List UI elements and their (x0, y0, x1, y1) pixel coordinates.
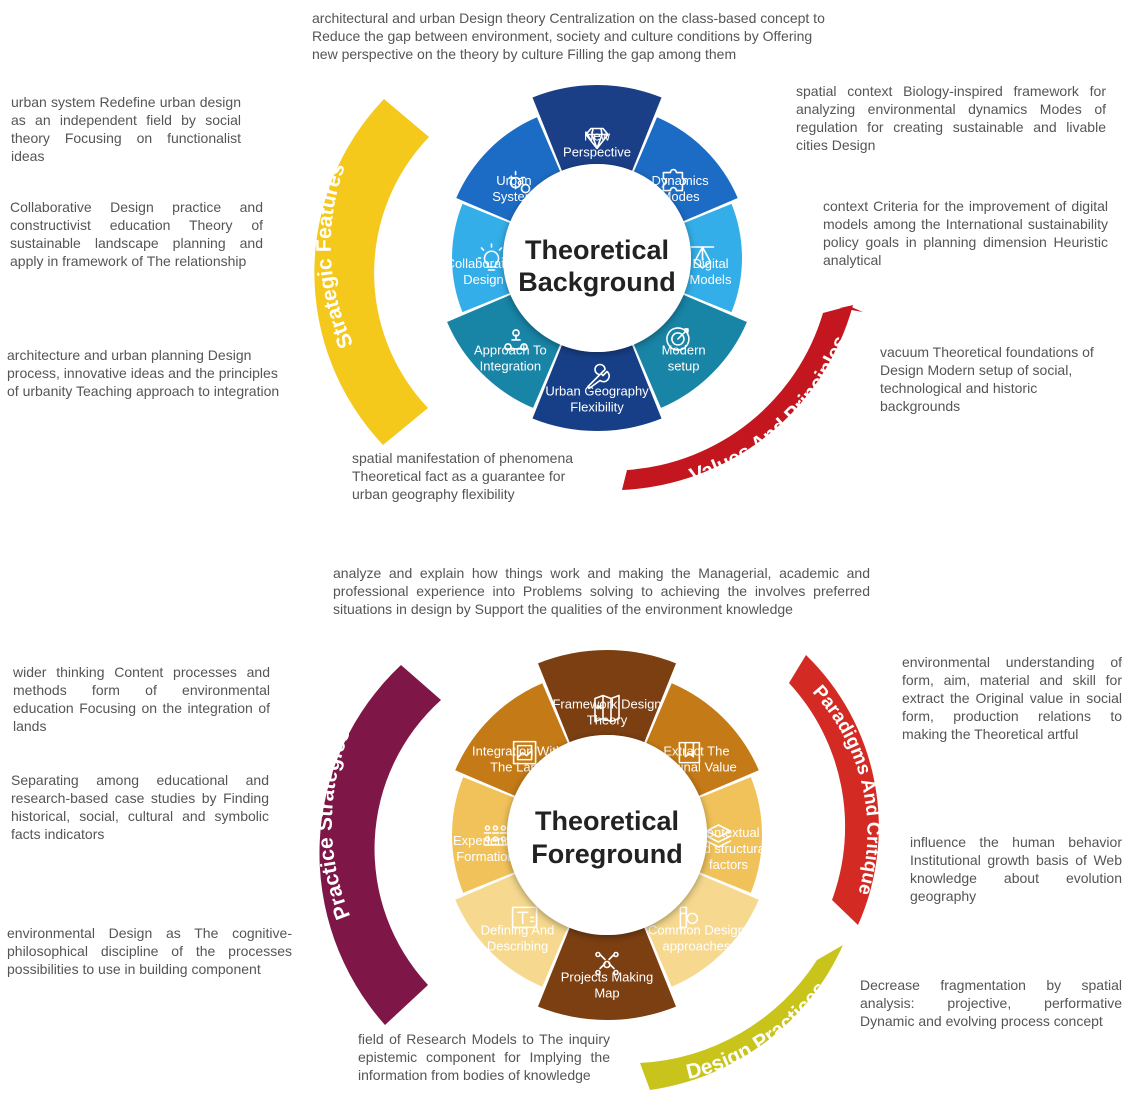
segment-modern-setup (633, 294, 747, 408)
segment-label-urban-geography-flexibility-line-2: Flexibility (570, 400, 624, 415)
bottom-center-title-line-1: Theoretical (535, 806, 679, 836)
segment-experience-formation (452, 777, 515, 893)
layers-icon (705, 824, 732, 848)
segment-label-common-design-approaches-line-2: approaches (662, 938, 730, 953)
band-values-and-principles (622, 305, 853, 490)
tools-icon (679, 906, 699, 929)
segment-label-collaborative-design-line-2: Design (463, 272, 503, 287)
segment-integration-with-the-land (455, 683, 568, 796)
band-practice-strategies (319, 665, 441, 1025)
segment-label-projects-making-map-line-2: Map (594, 986, 619, 1001)
segment-label-defining-and-describing-line-1: Defining And (481, 922, 555, 937)
top-description-left-1: urban system Redefine urban design as an… (11, 94, 241, 164)
segment-label-defining-and-describing-line-2: Describing (487, 938, 548, 953)
band-design-practices (640, 945, 843, 1090)
top-description-left-3: architecture and urban planning Design p… (7, 347, 280, 399)
segment-label-contextual-and-structural-factors-line-3: factors (709, 857, 749, 872)
diamond-icon (585, 127, 609, 150)
gears-icon (508, 170, 531, 194)
segment-common-design-approaches (646, 874, 759, 987)
bottom-description-right-3: Decrease fragmentation by spatial analys… (860, 977, 1122, 1029)
bottom-description-left-3: environmental Design as The cognitive-ph… (7, 925, 292, 977)
segment-contextual-and-structural-factors (699, 777, 763, 893)
segment-label-new-perspective-line-1: New (584, 129, 611, 144)
segment-framework-design-theory (537, 650, 677, 743)
top-ring: NewPerspectiveDynamicsModesDigitalModels… (446, 84, 747, 432)
segment-label-modern-setup-line-2: setup (668, 359, 700, 374)
target-icon (666, 327, 690, 351)
segment-label-urban-system-line-1: Urban (496, 173, 531, 188)
top-description-bottom: spatial manifestation of phenomena Theor… (352, 450, 574, 502)
network-icon (504, 329, 528, 351)
segment-label-extract-the-original-value-line-1: Extract The (663, 744, 729, 759)
segment-label-approach-to-integration-line-1: Approach To (474, 343, 547, 358)
segment-defining-and-describing (455, 874, 568, 987)
people-icon (483, 825, 508, 846)
segment-label-projects-making-map-line-1: Projects Making (561, 970, 653, 985)
segment-extract-the-original-value (646, 683, 759, 796)
top-center-title-line-2: Background (518, 267, 676, 297)
segment-label-new-perspective-line-2: Perspective (563, 145, 631, 160)
segment-digital-models (684, 203, 742, 313)
mind-map-icon (595, 951, 619, 976)
wrench-icon (587, 363, 610, 390)
top-description-right-1: spatial context Biology-inspired framewo… (796, 83, 1106, 153)
segment-label-integration-with-the-land-line-1: Integration With (472, 744, 563, 759)
bottom-description-left-1: wider thinking Content processes and met… (13, 664, 270, 734)
puzzle-icon (662, 168, 687, 192)
segment-label-collaborative-design-line-1: Collaborative (446, 256, 522, 271)
bottom-description-right-1: environmental understanding of form, aim… (902, 654, 1122, 742)
segment-label-digital-models-line-2: Models (690, 272, 732, 287)
segment-label-dynamics-modes-line-1: Dynamics (652, 173, 710, 188)
text-icon (511, 906, 538, 929)
segment-label-framework-design-theory-line-2: Theory (587, 713, 628, 728)
band-design-practices-label: Design Practices (684, 978, 832, 1084)
segment-urban-geography-flexibility (532, 345, 662, 432)
picture-icon (512, 740, 537, 765)
segment-label-experience-formation-line-2: Formation (456, 849, 515, 864)
segment-label-modern-setup-line-1: Modern (662, 343, 706, 358)
segment-label-experience-formation-line-1: Experience (453, 833, 518, 848)
segment-label-approach-to-integration-line-2: Integration (480, 359, 541, 374)
segment-label-digital-models-line-1: Digital (692, 256, 728, 271)
segment-label-common-design-approaches-line-1: Common Design (648, 922, 745, 937)
bottom-description-top: analyze and explain how things work and … (333, 565, 870, 617)
bottom-center: Theoretical Foreground (507, 735, 707, 935)
bottom-center-title-line-2: Foreground (531, 839, 682, 869)
top-center-title-line-1: Theoretical (525, 235, 669, 265)
bottom-description-bottom: field of Research Models to The inquiry … (358, 1031, 610, 1083)
segment-projects-making-map (537, 927, 677, 1021)
top-description-top: architectural and urban Design theory Ce… (312, 10, 825, 62)
segment-label-contextual-and-structural-factors-line-2: and structural (689, 841, 768, 856)
segment-dynamics-modes (633, 117, 738, 222)
segment-approach-to-integration (447, 294, 561, 408)
band-paradigms-and-critique (789, 655, 879, 925)
lightbulb-icon (477, 243, 506, 271)
pen-tool-icon (690, 246, 715, 269)
bookmark-icon (678, 741, 701, 764)
bottom-description-left-2: Separating among educational and researc… (11, 772, 269, 842)
bottom-description-right-2: influence the human behavior Institution… (910, 834, 1122, 904)
segment-label-contextual-and-structural-factors-line-1: Contextual (697, 825, 759, 840)
segment-label-urban-geography-flexibility-line-1: Urban Geography (545, 384, 649, 399)
top-description-right-3: vacuum Theoretical foundations of Design… (880, 344, 1094, 414)
top-center: Theoretical Background (503, 164, 691, 352)
segment-label-framework-design-theory-line-1: Framework Design (552, 697, 661, 712)
band-strategic-features (314, 99, 429, 445)
top-description-right-2: context Criteria for the improvement of … (823, 198, 1108, 268)
segment-urban-system (456, 117, 561, 222)
map-icon (594, 694, 620, 723)
top-description-left-2: Collaborative Design practice and constr… (10, 199, 263, 269)
